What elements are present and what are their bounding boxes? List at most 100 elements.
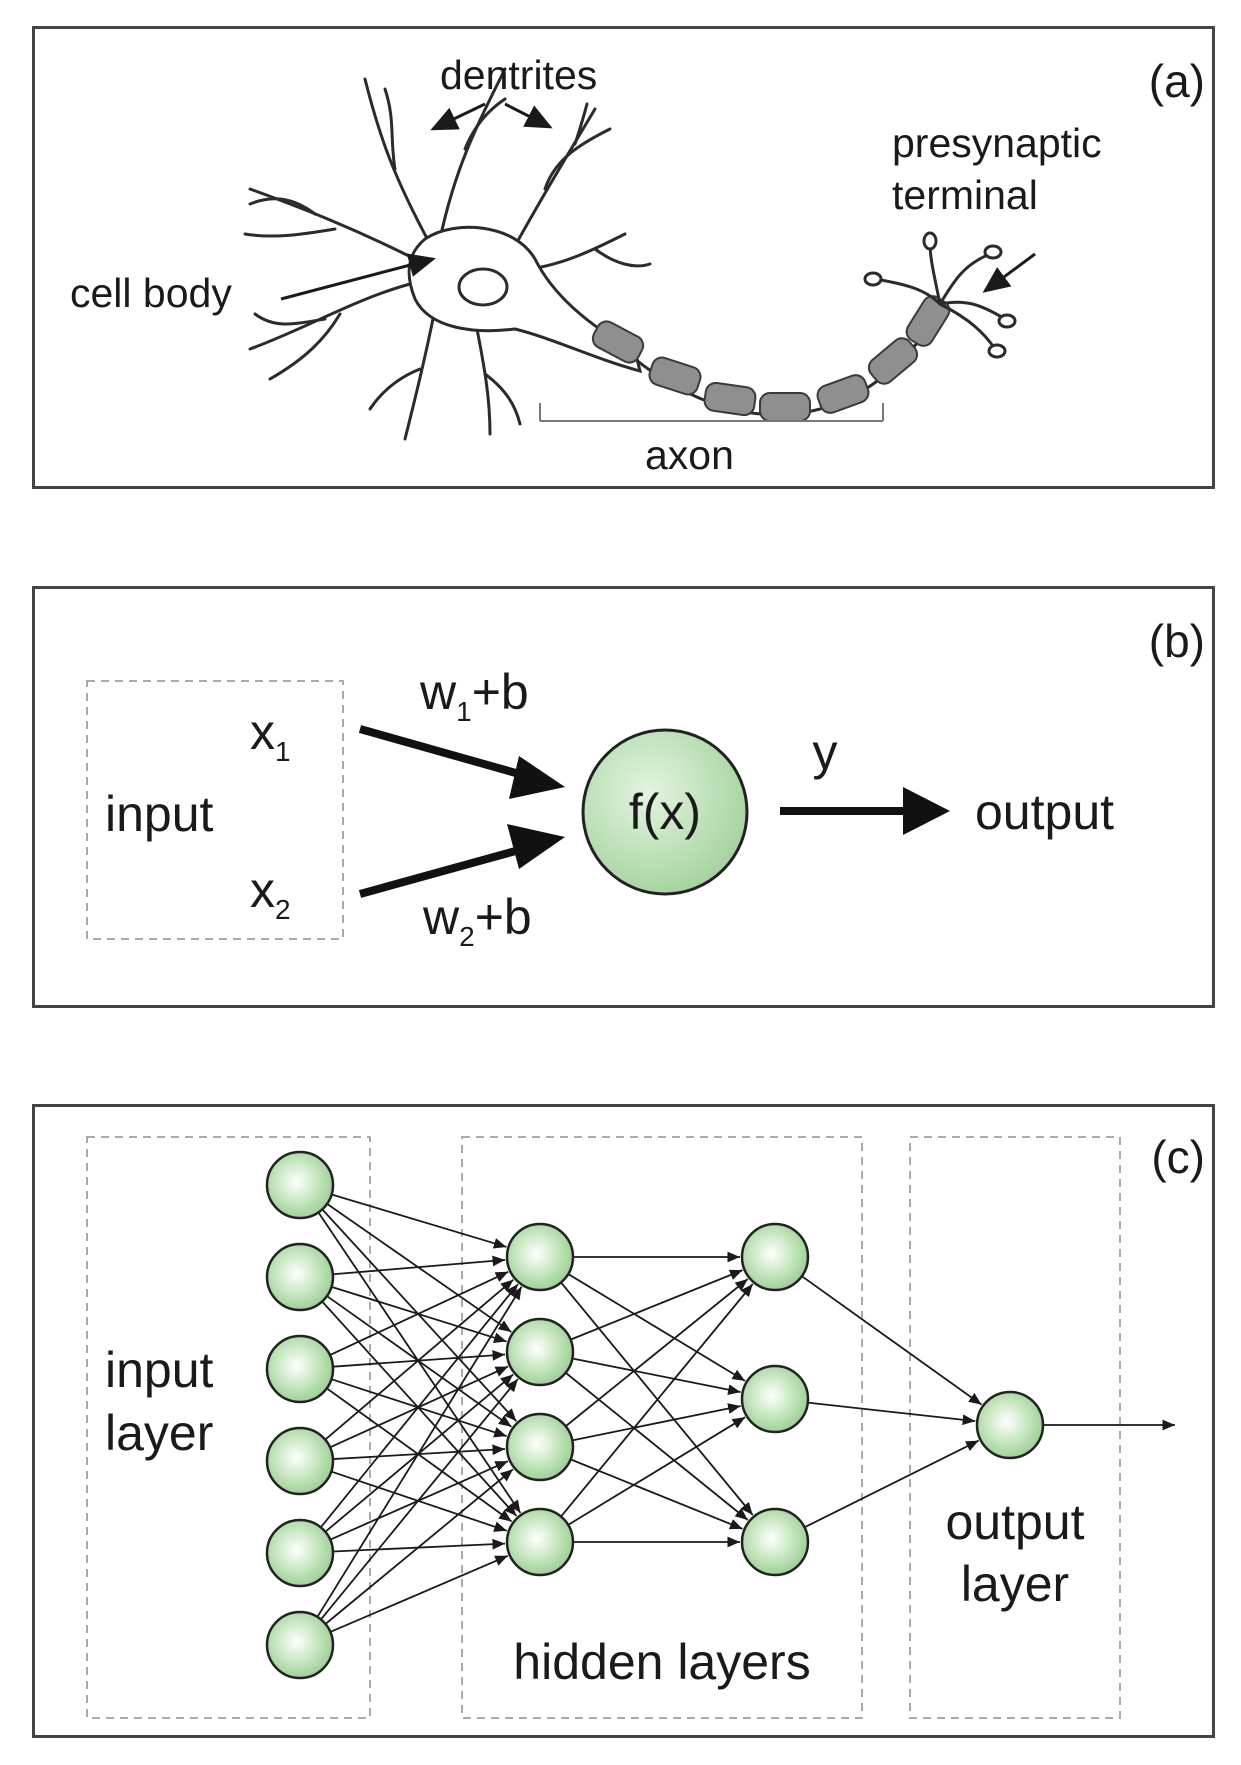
connection-arrow — [560, 1281, 754, 1516]
w1-base: w — [419, 664, 457, 720]
y-label: y — [813, 724, 838, 780]
w2-base: w — [422, 889, 460, 945]
axon-label: axon — [645, 432, 734, 478]
connection-arrow — [324, 1468, 514, 1625]
output-layer-box — [909, 1136, 1121, 1719]
x1-label: x1 — [250, 704, 291, 767]
myelin-segment — [703, 381, 757, 417]
myelin-segment — [867, 337, 919, 385]
perceptron-diagram: (b) input x1 x2 w1+b w2+b f(x) y output — [86, 615, 1205, 952]
output-label: output — [975, 784, 1114, 840]
dentrites-label: dentrites — [440, 52, 597, 98]
hidden-neuron-layer2 — [740, 1222, 810, 1292]
connection-arrow — [565, 1372, 749, 1521]
connections — [316, 1193, 1175, 1633]
input-neuron — [265, 1426, 335, 1496]
terminal-label: terminal — [892, 172, 1038, 218]
x2-subscript: 2 — [275, 894, 291, 925]
hidden-neuron-layer1 — [505, 1507, 575, 1577]
connection-arrow — [567, 1416, 746, 1526]
x2-base: x — [250, 862, 275, 918]
input-neuron — [265, 1334, 335, 1404]
w1-bias: +b — [472, 664, 529, 720]
output-layer-label-line2: layer — [961, 1556, 1069, 1612]
dentrites-arrow-right — [504, 102, 553, 129]
x1-arrow-shaft — [358, 725, 532, 781]
input-neuron — [265, 1150, 335, 1220]
connection-arrow — [331, 1193, 507, 1249]
axon-bracket — [539, 403, 884, 422]
weight-arrows — [358, 725, 950, 898]
myelin-segment — [591, 320, 645, 364]
hidden-neuron-layer1 — [505, 1412, 575, 1482]
connection-arrow — [565, 1278, 749, 1427]
input-neuron — [265, 1610, 335, 1680]
myelin-segment — [759, 392, 811, 422]
x2-label: x2 — [250, 862, 291, 925]
cell-body-label: cell body — [70, 270, 232, 316]
panel-b-perceptron: (b) input x1 x2 w1+b w2+b f(x) y output — [32, 586, 1215, 1008]
hidden-neuron-layer1 — [505, 1317, 575, 1387]
activation-node — [581, 728, 749, 896]
connection-arrow — [320, 1283, 519, 1528]
cell-body-shape — [407, 225, 643, 374]
dendrites — [243, 67, 652, 441]
connection-arrow — [567, 1273, 746, 1382]
x1-subscript: 1 — [275, 736, 291, 767]
input-layer-label-line1: input — [105, 1342, 214, 1398]
connection-arrow — [801, 1275, 983, 1406]
output-layer-label-line1: output — [945, 1494, 1084, 1550]
connection-arrow — [321, 1208, 518, 1422]
connection-arrow — [321, 1300, 518, 1517]
hidden-neuron-layer2 — [740, 1507, 810, 1577]
connection-arrow — [329, 1270, 509, 1356]
connection-arrow — [804, 1439, 980, 1529]
x2-arrowhead — [507, 824, 565, 869]
hidden-neuron-layer1 — [505, 1222, 575, 1292]
connection-arrow — [329, 1554, 509, 1633]
input-label: input — [105, 786, 214, 842]
myelin-segment — [648, 356, 702, 396]
panel-a-tag: (a) — [1149, 55, 1205, 107]
neuron-illustration: (a) dentrites presynaptic terminal cell … — [70, 52, 1205, 478]
hidden-layers-label: hidden layers — [513, 1634, 810, 1690]
panel-c-network: (c) input layer hidden layers output lay… — [32, 1104, 1215, 1738]
presynaptic-label: presynaptic — [892, 120, 1102, 166]
connection-arrow — [560, 1283, 754, 1518]
myelin-segment — [816, 374, 870, 414]
w2-subscript: 2 — [459, 921, 475, 952]
w2-label: w2+b — [422, 889, 532, 952]
input-neuron — [265, 1518, 335, 1588]
connection-arrow — [572, 1403, 741, 1442]
connection-arrow — [807, 1401, 976, 1426]
panel-a-neuron: (a) dentrites presynaptic terminal cell … — [32, 26, 1215, 489]
panel-b-tag: (b) — [1149, 615, 1205, 667]
network-diagram: (c) input layer hidden layers output lay… — [86, 1131, 1205, 1719]
neurons — [265, 1150, 1045, 1680]
cell-body-arrow — [280, 253, 436, 301]
input-layer-box — [86, 1136, 371, 1719]
dentrites-arrow-left — [430, 102, 486, 131]
connection-arrow — [572, 1357, 741, 1395]
connection-arrow — [570, 1269, 743, 1341]
connection-arrow — [332, 1255, 506, 1276]
x1-base: x — [250, 704, 275, 760]
input-layer-label-line2: layer — [105, 1405, 213, 1461]
nucleus — [457, 267, 509, 307]
x2-arrow-shaft — [358, 843, 532, 898]
myelin-segment — [905, 295, 951, 347]
connection-arrow — [324, 1278, 514, 1441]
terminal-arrow — [982, 252, 1036, 293]
w1-label: w1+b — [419, 664, 529, 727]
input-box — [86, 680, 344, 940]
panel-c-tag: (c) — [1151, 1131, 1205, 1183]
output-neuron — [975, 1390, 1045, 1460]
x1-arrowhead — [509, 756, 565, 799]
hidden-neuron-layer2 — [740, 1364, 810, 1434]
w1-subscript: 1 — [456, 696, 472, 727]
myelin-sheath — [591, 295, 951, 422]
w2-bias: +b — [475, 889, 532, 945]
input-neuron — [265, 1242, 335, 1312]
output-arrowhead — [903, 787, 950, 835]
connection-arrow — [320, 1378, 519, 1621]
